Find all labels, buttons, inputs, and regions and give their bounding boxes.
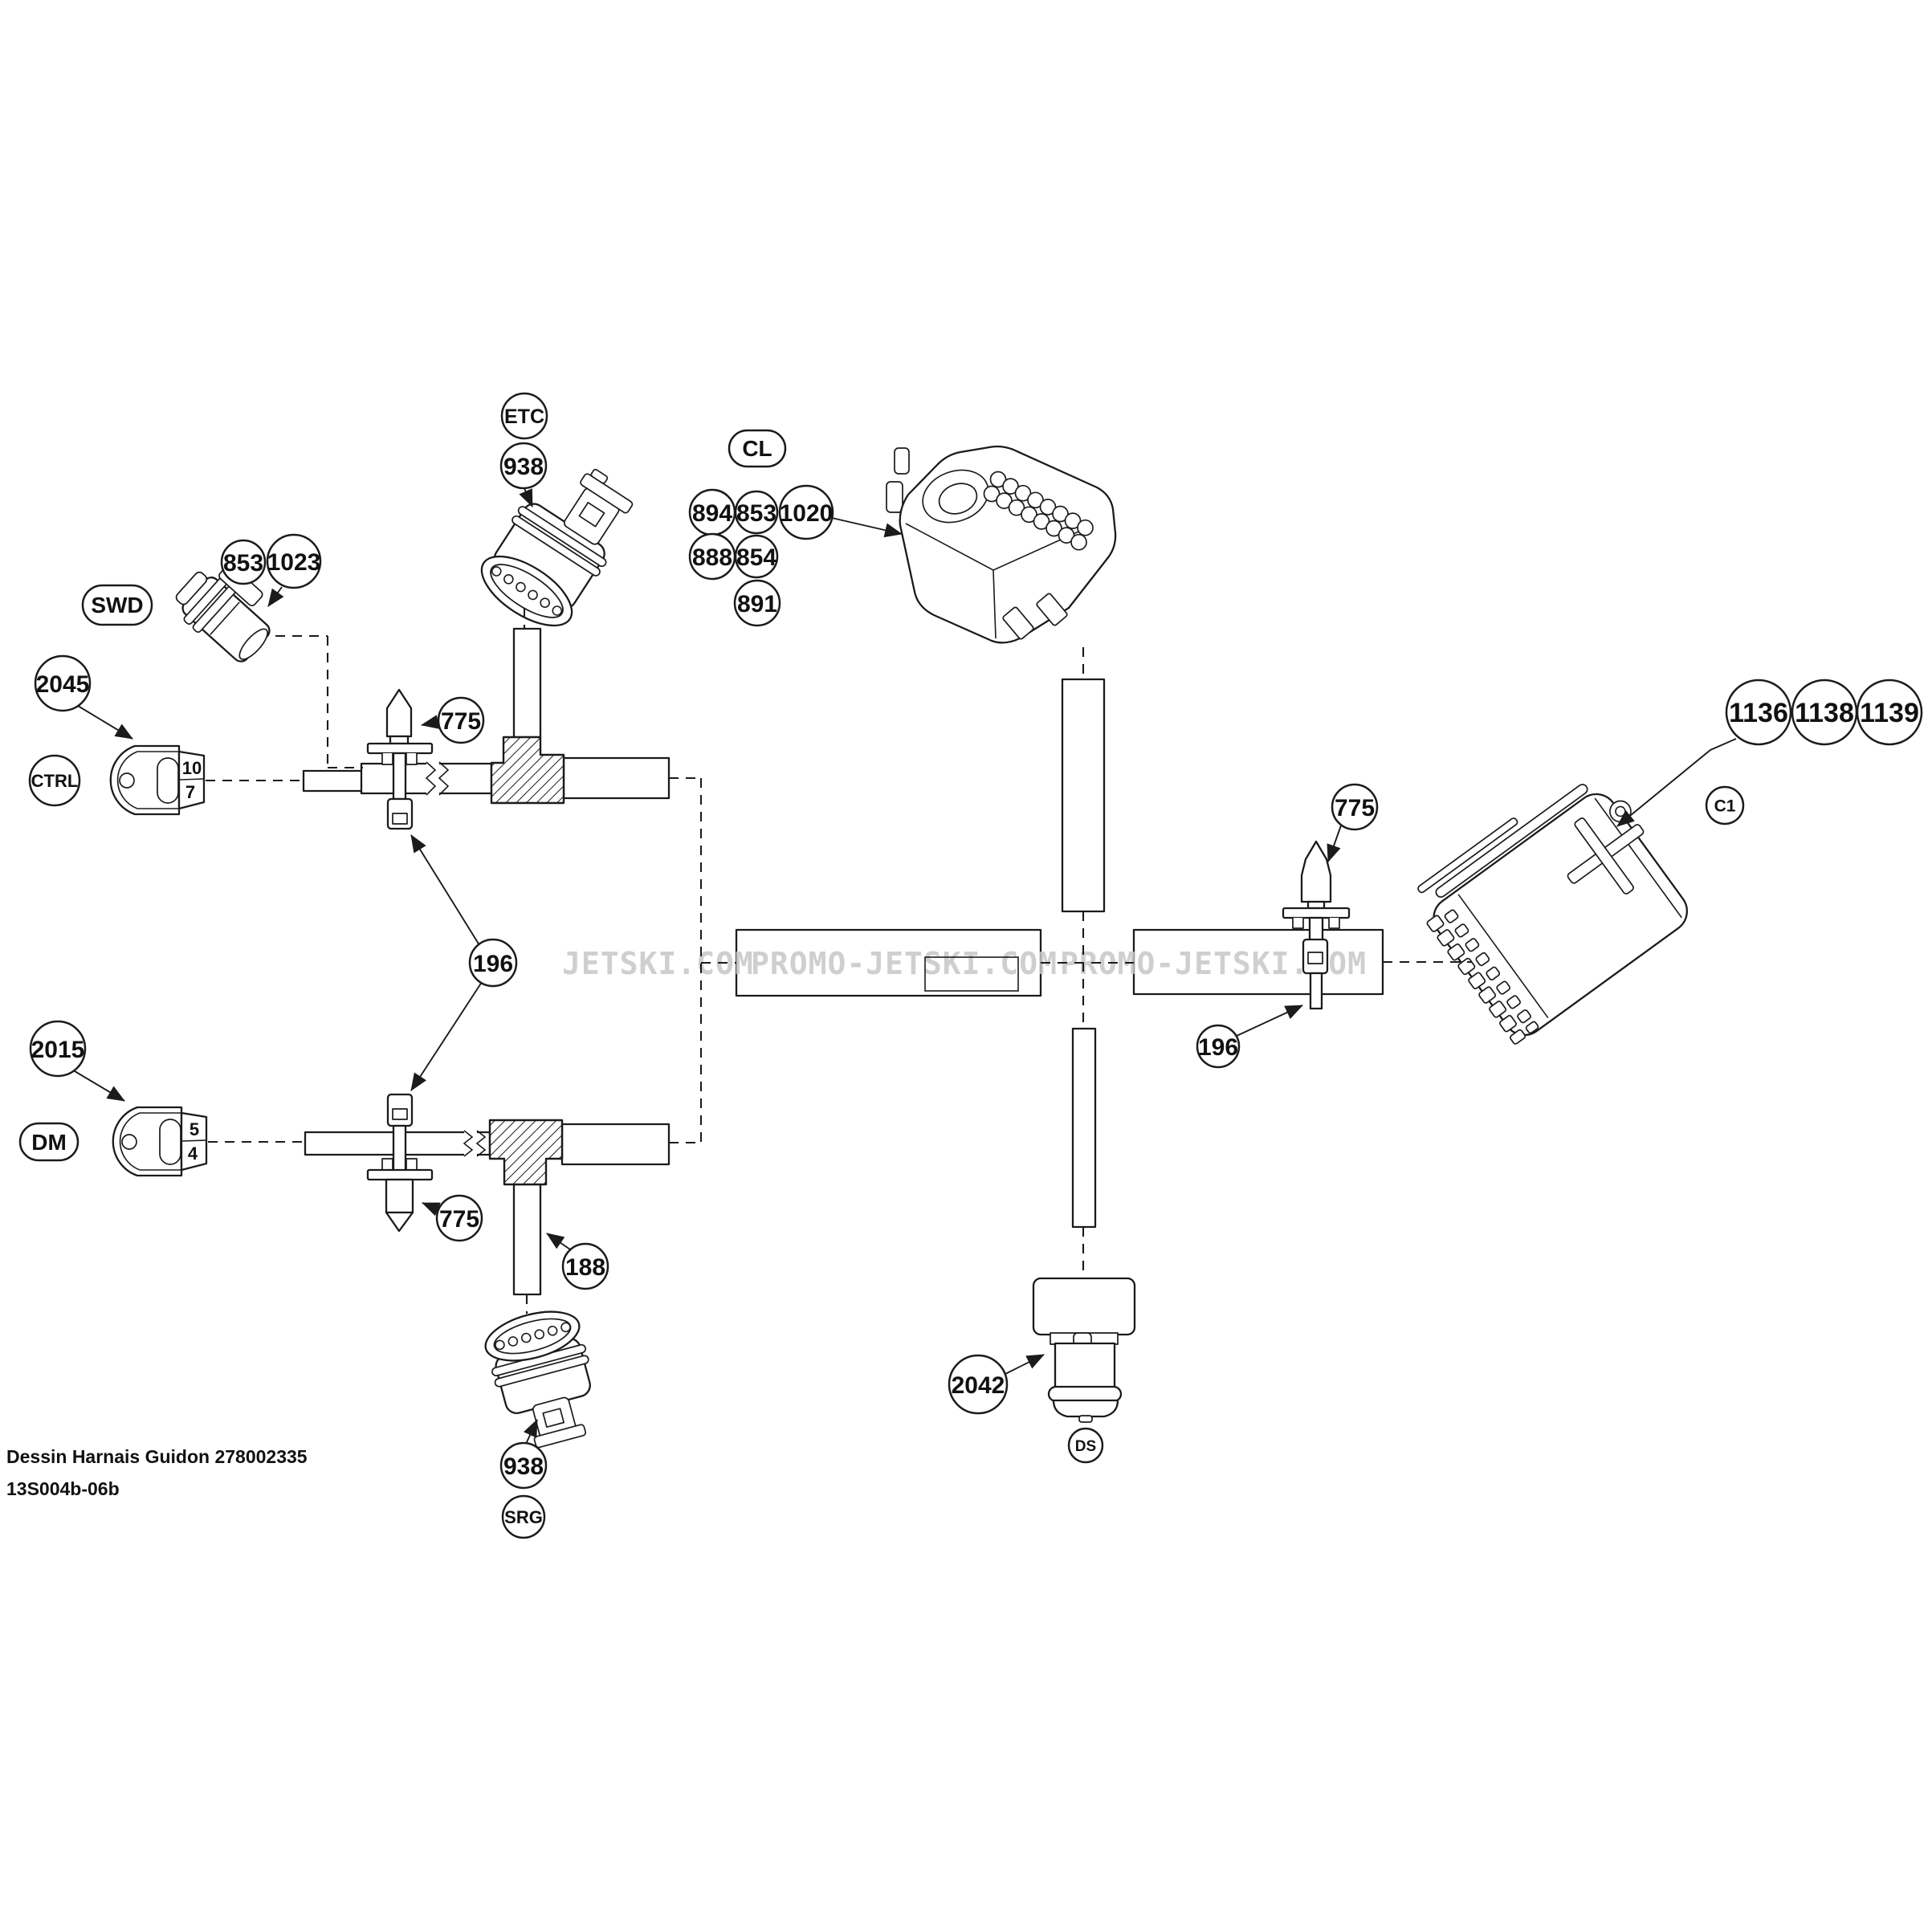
dashed-connections [206, 608, 1472, 1314]
balloon-188-label: 188 [565, 1254, 605, 1281]
balloon-1023-swd: 1023 [266, 533, 322, 589]
balloon-ctrl-label: CTRL [31, 771, 79, 791]
ctrl-pin-10: 10 [182, 758, 202, 778]
swd-connector [175, 552, 271, 662]
harness-bar-bottom-right [560, 1123, 670, 1166]
balloon-188: 188 [561, 1242, 609, 1290]
push-pin-bottom-left [366, 1093, 434, 1233]
balloon-888-label: 888 [692, 544, 732, 571]
harness-bar-top-left-thin [302, 769, 365, 793]
balloon-2015: 2015 [29, 1020, 87, 1078]
harness-bar-top-right [562, 756, 670, 800]
balloon-938-top-label: 938 [503, 454, 544, 480]
balloon-894: 894 [688, 488, 736, 536]
balloon-894-label: 894 [692, 500, 732, 527]
ds-drop-bar-upper [1061, 678, 1106, 913]
ctrl-pin-7: 7 [185, 782, 195, 802]
balloon-2042: 2042 [948, 1354, 1009, 1415]
balloon-cl-label: CL [742, 436, 772, 461]
balloon-2042-label: 2042 [952, 1372, 1005, 1399]
balloon-853-cl-label: 853 [736, 500, 776, 527]
balloon-srg-label: SRG [504, 1507, 543, 1527]
bar-break-symbol-top [425, 761, 450, 796]
balloon-888: 888 [688, 532, 736, 581]
c1-terminals [1426, 909, 1539, 1045]
balloon-196-mid-label: 196 [473, 951, 513, 977]
dm-pin-5: 5 [190, 1119, 199, 1139]
balloon-ds: DS [1067, 1427, 1104, 1464]
balloon-cl: CL [728, 429, 787, 468]
balloon-etc: ETC [500, 392, 548, 440]
balloon-938-bottom: 938 [499, 1441, 548, 1490]
push-pin-top-left [366, 688, 434, 830]
balloon-ds-label: DS [1075, 1438, 1096, 1455]
etc-connector [480, 468, 634, 627]
balloon-2015-label: 2015 [31, 1037, 85, 1063]
harness-base-art: 10 7 5 4 [109, 445, 1688, 1449]
hatched-junction-bottom [488, 1119, 564, 1186]
ds-sensor [1032, 1277, 1136, 1423]
balloon-swd-label: SWD [91, 593, 143, 618]
srg-connector [484, 1310, 591, 1449]
balloon-srg: SRG [501, 1494, 546, 1539]
balloon-swd: SWD [81, 584, 153, 626]
ctrl-connector: 10 7 [109, 744, 206, 816]
harness-center-inner-rect [924, 956, 1019, 992]
leader-lines [74, 487, 1737, 1445]
balloon-dm: DM [18, 1122, 79, 1162]
balloon-854-label: 854 [736, 544, 776, 571]
balloon-1020-label: 1020 [780, 500, 834, 527]
balloon-775-top-left-label: 775 [441, 708, 481, 735]
balloon-775-right-label: 775 [1335, 795, 1375, 821]
watermark: JETSKI.COM PROMO-JETSKI.COM PROMO-JETSKI… [562, 946, 1366, 981]
push-pin-right [1282, 840, 1351, 1010]
balloon-196-right: 196 [1196, 1024, 1241, 1069]
hatched-junction-top [490, 736, 565, 805]
balloon-1138-label: 1138 [1795, 698, 1854, 728]
cl-terminals [983, 471, 1094, 551]
dm-pin-4: 4 [188, 1143, 198, 1164]
bar-break-symbol-bottom [463, 1130, 487, 1157]
balloon-1139-label: 1139 [1860, 698, 1919, 728]
balloon-1139: 1139 [1856, 679, 1923, 746]
cl-connector [886, 445, 1117, 644]
balloon-775-top-left: 775 [437, 696, 485, 744]
balloon-938-top: 938 [499, 442, 548, 490]
balloon-196-mid: 196 [468, 938, 518, 988]
dm-connector: 5 4 [112, 1106, 208, 1177]
balloon-938-bottom-label: 938 [503, 1453, 544, 1480]
harness-segment-center [735, 928, 1042, 997]
balloon-c1: C1 [1705, 785, 1745, 825]
balloon-891-label: 891 [737, 591, 777, 618]
c1-connector [1417, 784, 1688, 1045]
balloon-dm-label: DM [31, 1130, 67, 1155]
balloon-ctrl: CTRL [28, 754, 81, 807]
balloon-1138: 1138 [1791, 679, 1858, 746]
balloon-891: 891 [733, 579, 781, 627]
balloon-775-bottom-left: 775 [435, 1194, 483, 1242]
balloon-1136-label: 1136 [1729, 698, 1788, 728]
balloon-775-right: 775 [1331, 783, 1379, 831]
drawing-number: 13S004b-06b [6, 1478, 120, 1499]
balloon-c1-label: C1 [1714, 797, 1736, 816]
balloon-853-cl: 853 [734, 490, 779, 535]
etc-branch-bar [512, 627, 542, 739]
balloon-2045: 2045 [34, 654, 92, 712]
watermark-center: PROMO-JETSKI.COM [751, 946, 1058, 981]
srg-branch-bar [512, 1183, 542, 1296]
balloon-etc-label: ETC [504, 406, 544, 428]
balloon-775-bottom-left-label: 775 [439, 1206, 479, 1233]
ds-drop-bar-lower [1071, 1027, 1097, 1229]
drawing-title: Dessin Harnais Guidon 278002335 [6, 1446, 308, 1467]
balloon-853-swd: 853 [220, 539, 267, 585]
harness-overlay: ETC 938 853 1023 SWD 2045 CTRL CL [6, 392, 1923, 1539]
balloon-1023-swd-label: 1023 [267, 549, 321, 576]
balloon-196-right-label: 196 [1198, 1034, 1238, 1061]
balloon-1136: 1136 [1725, 679, 1792, 746]
balloon-2045-label: 2045 [36, 671, 90, 698]
balloon-853-swd-label: 853 [223, 550, 263, 577]
balloon-854: 854 [734, 534, 779, 579]
balloon-1020: 1020 [778, 484, 834, 540]
